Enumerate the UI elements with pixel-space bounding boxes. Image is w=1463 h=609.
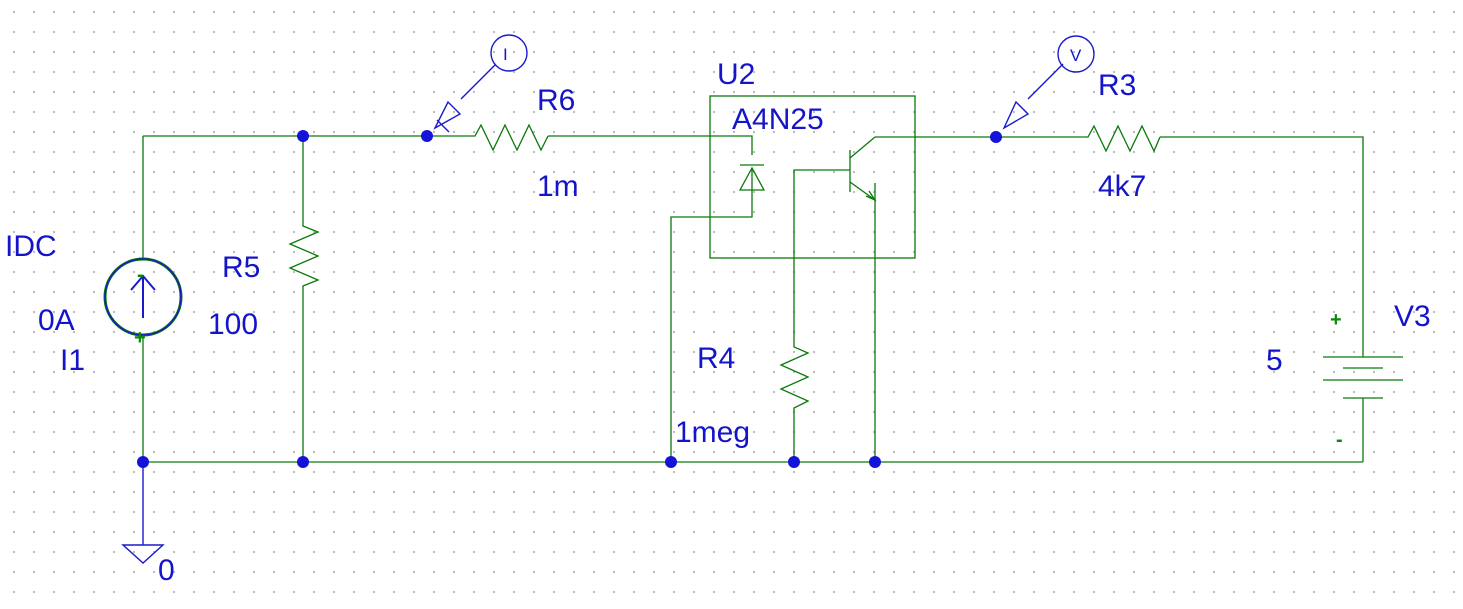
- junction-dot: [990, 131, 1002, 143]
- ground-label: 0: [158, 554, 175, 587]
- r5-ref-label: R5: [222, 251, 260, 284]
- r4-ref-label: R4: [697, 342, 735, 375]
- i1-minus-sign: -: [137, 264, 144, 286]
- voltage-source-v3[interactable]: [1323, 356, 1403, 399]
- junction-dot: [869, 456, 881, 468]
- junction-dot: [297, 456, 309, 468]
- wire-u2-base[interactable]: [793, 169, 850, 340]
- voltage-probe[interactable]: [1002, 35, 1095, 130]
- voltage-probe-label: V: [1070, 46, 1082, 65]
- junction-dot: [665, 456, 677, 468]
- junction-dot: [137, 456, 149, 468]
- v3-plus-sign: +: [1330, 309, 1342, 331]
- u2-part-label: A4N25: [732, 103, 824, 136]
- ground-symbol[interactable]: [121, 462, 165, 564]
- r6-value-label: 1m: [537, 170, 579, 203]
- r3-ref-label: R3: [1098, 69, 1136, 102]
- u2-ref-label: U2: [717, 58, 755, 91]
- resistor-r6[interactable]: [465, 123, 549, 152]
- r4-value-label: 1meg: [675, 416, 750, 449]
- r3-value-label: 4k7: [1098, 170, 1146, 203]
- current-probe-label: I: [503, 45, 508, 64]
- current-probe[interactable]: [433, 34, 528, 133]
- r5-value-label: 100: [208, 308, 258, 341]
- resistor-r5[interactable]: [288, 220, 320, 292]
- v3-ref-label: V3: [1394, 300, 1431, 333]
- v3-minus-sign: -: [1336, 429, 1343, 451]
- r6-ref-label: R6: [537, 84, 575, 117]
- wires: [142, 135, 1364, 463]
- junction-dot: [788, 456, 800, 468]
- i1-type-label: IDC: [5, 230, 57, 263]
- i1-value-label: 0A: [38, 304, 75, 337]
- junction-dot: [421, 130, 433, 142]
- resistor-r3[interactable]: [1075, 124, 1161, 153]
- i1-ref-label: I1: [60, 344, 85, 377]
- junction-dot: [297, 130, 309, 142]
- wire-u2-cathode[interactable]: [670, 193, 753, 462]
- current-source-i1[interactable]: [103, 255, 183, 340]
- resistor-r4[interactable]: [779, 340, 810, 415]
- junctions: [137, 130, 1002, 468]
- wire-r3-to-v3[interactable]: [1160, 136, 1364, 357]
- optocoupler-u2[interactable]: [709, 95, 916, 259]
- v3-value-label: 5: [1266, 344, 1283, 377]
- i1-plus-sign: +: [134, 327, 146, 349]
